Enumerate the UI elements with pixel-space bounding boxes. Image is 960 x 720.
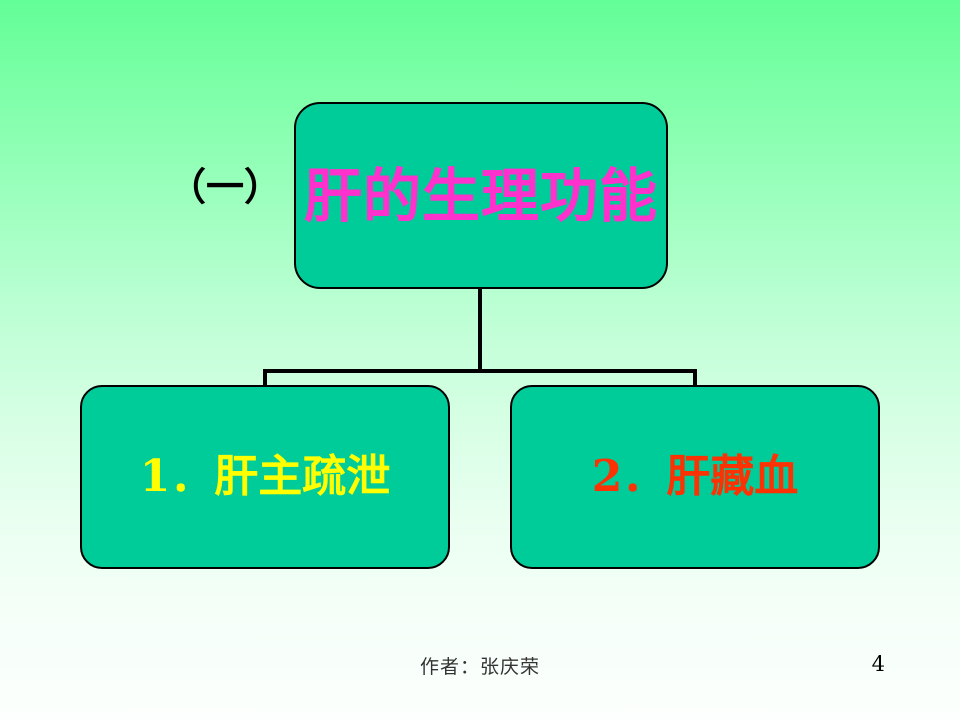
connector-vertical-trunk: [478, 289, 482, 373]
footer-author: 作者：张庆荣: [419, 656, 540, 678]
chart-node-child-2[interactable]: 2．肝藏血: [510, 385, 880, 569]
chart-node-child-1[interactable]: 1．肝主疏泄: [80, 385, 450, 569]
chart-node-root[interactable]: 肝的生理功能: [294, 102, 668, 289]
slide-footer: 作者：张庆荣 4: [0, 652, 960, 692]
connector-drop-right: [693, 369, 697, 387]
chart-node-child-1-label: 1．肝主疏泄: [139, 451, 391, 502]
connector-drop-left: [263, 369, 267, 387]
chart-node-child-2-label: 2．肝藏血: [591, 451, 799, 502]
chart-node-root-label: 肝的生理功能: [303, 161, 658, 230]
footer-page-number: 4: [871, 652, 885, 676]
section-label: （一）: [167, 164, 282, 209]
connector-horizontal-bar: [263, 369, 697, 373]
